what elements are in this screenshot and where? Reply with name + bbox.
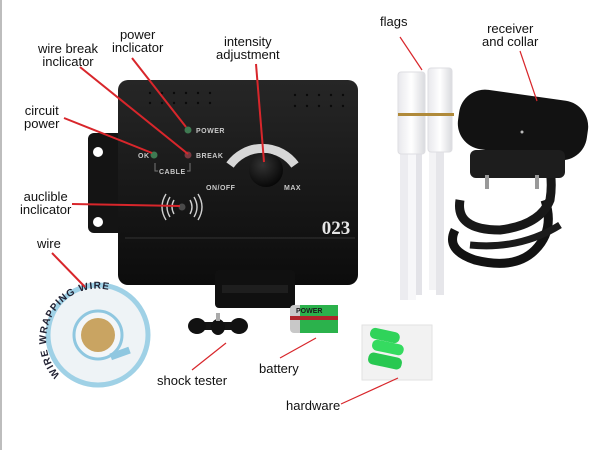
mount-hole (93, 147, 103, 157)
callout-text: battery (259, 361, 299, 376)
flags-bundle (397, 67, 454, 300)
callout-text: circuit (24, 103, 59, 118)
callout-shock-tester: shock tester (157, 374, 227, 387)
callout-wire-break-indicator: wire break inclicator (38, 42, 98, 68)
callout-text: and collar (482, 34, 539, 49)
mount-hole (93, 217, 103, 227)
callout-text: inclicator (42, 54, 94, 69)
callout-lines (51, 36, 538, 405)
callout-line-flags (399, 36, 423, 71)
transmitter-unit: POWER OK BREAK CABLE ON/OFF MAX 023 (88, 80, 358, 308)
battery-brand: POWER (296, 308, 322, 315)
receiver-body (457, 89, 589, 161)
power-panel-label: POWER (196, 128, 225, 135)
rubber-band (398, 113, 454, 116)
callout-text: inclicator (112, 40, 164, 55)
callout-line-battery (279, 337, 317, 359)
callout-line-intensity (255, 63, 265, 163)
ok-led (150, 151, 158, 159)
callout-text: power (24, 116, 60, 131)
callout-text: power (119, 27, 156, 42)
callout-text: flags (380, 14, 408, 29)
flag-roll-right (427, 67, 453, 153)
callout-text: wire (37, 236, 61, 251)
callout-text: hardware (286, 398, 341, 413)
callout-line-power (131, 57, 187, 128)
image-border (0, 0, 2, 450)
callout-text: receiver (487, 21, 534, 36)
callout-text: inclicator (20, 202, 72, 217)
transmitter-body (118, 80, 358, 285)
cable-panel-label: CABLE (159, 169, 186, 176)
callout-flags: flags (380, 15, 407, 28)
callout-power-indicator: power inclicator (112, 28, 163, 54)
on-off-panel-label: ON/OFF (206, 185, 236, 192)
power-led (184, 126, 192, 134)
callout-hardware: hardware (286, 399, 340, 412)
callout-line-audible (71, 203, 181, 207)
callout-line-hardware (340, 377, 399, 405)
callout-text: intensity (223, 34, 272, 49)
receiver-and-collar (448, 89, 589, 268)
battery: POWER (290, 305, 338, 333)
wire-spool: WIRE WRAPPING WIRE (38, 281, 151, 388)
callout-wire: wire (37, 237, 61, 250)
intensity-knob (249, 153, 283, 187)
callout-line-circuit (63, 117, 153, 154)
ok-panel-label: OK (138, 153, 150, 160)
max-panel-label: MAX (284, 185, 301, 192)
shock-tester (188, 313, 248, 335)
callout-line-wire-break (79, 66, 189, 155)
callout-text: auclible (23, 189, 68, 204)
model-number: 023 (322, 218, 351, 239)
callout-text: wire break (38, 41, 98, 56)
callout-text: shock tester (157, 373, 228, 388)
contact-post (485, 175, 489, 189)
hardware-bag (361, 324, 433, 381)
callout-text: adjustment (216, 47, 280, 62)
callout-circuit-power: circuit power (24, 104, 59, 130)
callout-line-shock-tester (191, 342, 227, 371)
callout-line-wire (51, 252, 86, 288)
sound-waves-icon (161, 193, 203, 221)
callout-battery: battery (259, 362, 299, 375)
contact-post (535, 175, 539, 189)
callout-receiver-and-collar: receiver and collar (482, 22, 538, 48)
callout-audible-indicator: auclible inclicator (20, 190, 71, 216)
audible-led (178, 203, 186, 211)
break-panel-label: BREAK (196, 153, 223, 160)
callout-line-receiver (519, 50, 538, 102)
vent-holes (148, 91, 345, 108)
callout-intensity-adjustment: intensity adjustment (216, 35, 280, 61)
mount-tab-left (88, 133, 124, 233)
